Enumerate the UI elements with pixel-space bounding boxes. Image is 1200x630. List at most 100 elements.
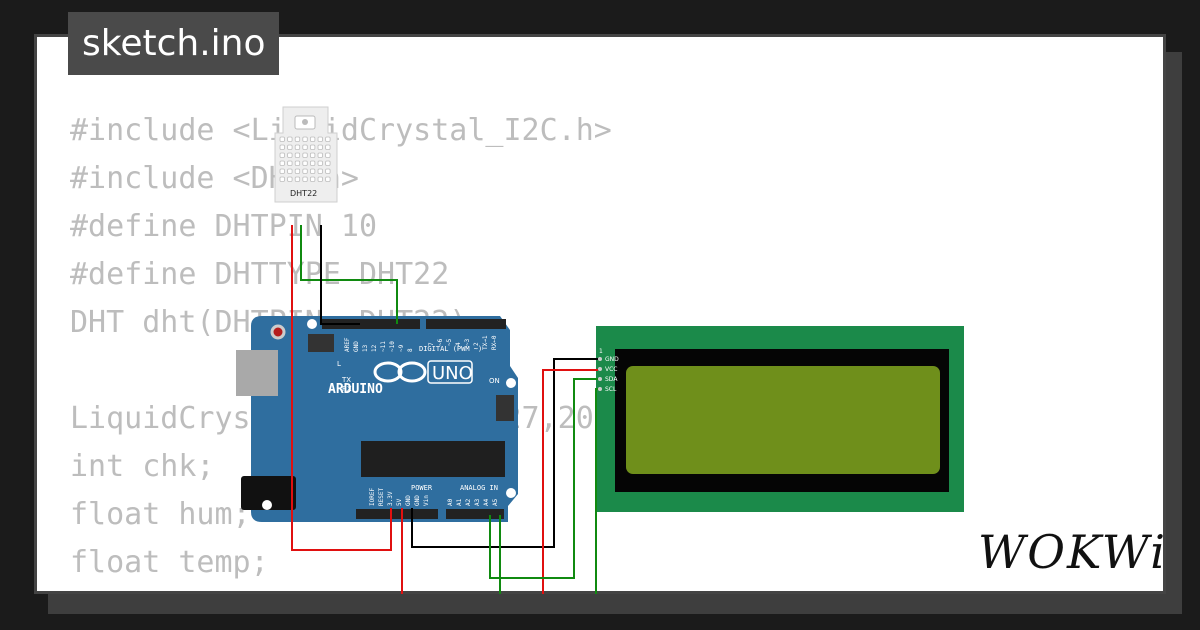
dht22-vent bbox=[309, 144, 316, 150]
dht22-vent bbox=[287, 144, 293, 150]
icsp-header bbox=[308, 334, 334, 352]
pin-label: ~6 bbox=[437, 338, 444, 346]
pin-label: GND bbox=[353, 341, 360, 352]
dht22-hole bbox=[302, 119, 308, 125]
pin-label: ~10 bbox=[389, 341, 396, 352]
pin-label: ~11 bbox=[380, 341, 387, 352]
led-rx-label: RX bbox=[342, 385, 352, 393]
dht22-vent bbox=[317, 152, 323, 158]
dht22-vent bbox=[287, 176, 293, 182]
dht22-vent bbox=[279, 176, 285, 182]
lcd-module[interactable]: 1 GND VCC SDA SCL bbox=[596, 326, 964, 512]
pin-label: GND bbox=[414, 495, 421, 506]
dht22-vent bbox=[294, 176, 301, 182]
uno-logo-label: UNO bbox=[432, 363, 473, 384]
dht22-vent bbox=[325, 136, 331, 142]
lcd-pin-vcc: VCC bbox=[605, 366, 617, 373]
wire-lcd-vcc bbox=[542, 369, 598, 594]
digital-pin-labels: AREF GND 13 12 ~11 ~10 ~9 8 7 ~6 ~5 4 ~3… bbox=[344, 335, 498, 352]
power-header[interactable] bbox=[356, 509, 438, 519]
wire-dht-gnd bbox=[320, 225, 360, 325]
pin-label: 3.3V bbox=[387, 491, 394, 506]
file-tab[interactable]: sketch.ino bbox=[68, 12, 280, 75]
arduino-uno-board[interactable]: DIGITAL (PWM ~) ARDUINO UNO L TX RX ON P… bbox=[236, 316, 518, 522]
dht22-vent bbox=[279, 168, 285, 174]
wire-lcd-scl bbox=[595, 388, 598, 594]
pin-label: 2 bbox=[473, 342, 480, 346]
code-line: float hum; bbox=[70, 497, 251, 532]
analog-header-label: ANALOG IN bbox=[460, 484, 498, 492]
wire-lcd-gnd bbox=[411, 358, 598, 548]
dht22-vent bbox=[317, 160, 323, 166]
pin-label: TX→1 bbox=[482, 335, 489, 350]
dht22-vent bbox=[317, 168, 323, 174]
dht22-vent bbox=[325, 168, 331, 174]
code-line: #define DHTTYPE DHT22 bbox=[70, 257, 450, 292]
dht22-vent bbox=[302, 152, 308, 158]
led-l-label: L bbox=[337, 360, 341, 368]
dht22-vent bbox=[317, 176, 323, 182]
dht22-vent bbox=[325, 160, 331, 166]
dht22-vent bbox=[279, 144, 285, 150]
digital-header-high[interactable] bbox=[322, 319, 420, 329]
dht22-label: DHT22 bbox=[290, 189, 317, 198]
dht22-vent bbox=[325, 152, 331, 158]
power-header-label: POWER bbox=[411, 484, 433, 492]
wire-dht-data bbox=[300, 225, 398, 324]
mount-hole bbox=[506, 378, 516, 388]
code-line: int chk; bbox=[70, 449, 215, 484]
code-line: #define DHTPIN 10 bbox=[70, 209, 378, 244]
pin-label: 7 bbox=[428, 342, 435, 346]
dht22-vent bbox=[325, 176, 331, 182]
dht22-vent bbox=[302, 176, 308, 182]
pin-label: A5 bbox=[492, 498, 499, 506]
pin-label: RESET bbox=[378, 488, 385, 506]
arduino-infinity-logo bbox=[373, 361, 427, 383]
lcd-pin-index: 1 bbox=[599, 348, 603, 355]
dht22-vent bbox=[279, 152, 285, 158]
mount-hole bbox=[262, 500, 272, 510]
pin-label: ~9 bbox=[398, 344, 405, 352]
dht22-vent bbox=[302, 136, 308, 142]
power-jack bbox=[241, 476, 296, 510]
uno-logo-frame bbox=[427, 360, 473, 384]
analog-header[interactable] bbox=[446, 509, 504, 519]
pin-label: 8 bbox=[407, 348, 414, 352]
dht22-vent bbox=[325, 144, 331, 150]
pin-label: IOREF bbox=[369, 488, 376, 506]
dht22-vent bbox=[317, 136, 323, 142]
usb-port bbox=[236, 350, 278, 396]
icsp-header-2 bbox=[496, 395, 514, 421]
wires bbox=[291, 225, 598, 594]
lcd-pin-sda: SDA bbox=[605, 376, 618, 383]
lcd-pin-scl: SCL bbox=[605, 386, 617, 393]
wire-dht-vcc bbox=[291, 225, 392, 551]
dht22-vent bbox=[287, 160, 293, 166]
dht22-vent bbox=[309, 152, 316, 158]
pin-label: AREF bbox=[344, 337, 351, 352]
dht22-vent bbox=[302, 168, 308, 174]
digital-header-label: DIGITAL (PWM ~) bbox=[419, 345, 482, 353]
dht22-vent bbox=[294, 168, 301, 174]
dht22-vent-grid bbox=[279, 136, 331, 182]
pin-label: 4 bbox=[455, 342, 462, 346]
atmega-chip bbox=[361, 441, 505, 477]
dht22-vent bbox=[309, 168, 316, 174]
reset-button[interactable] bbox=[270, 324, 286, 340]
dht22-vent bbox=[294, 152, 301, 158]
dht22-sensor[interactable]: DHT22 bbox=[274, 106, 338, 203]
power-pin-labels: IOREF RESET 3.3V 5V GND GND Vin bbox=[369, 488, 430, 506]
dht22-vent bbox=[309, 136, 316, 142]
dht22-vent bbox=[279, 136, 285, 142]
dht22-vent bbox=[302, 160, 308, 166]
dht22-vent bbox=[294, 160, 301, 166]
pin-label: A3 bbox=[474, 498, 481, 506]
pin-label: A1 bbox=[456, 498, 463, 506]
pin-label: ~5 bbox=[446, 338, 453, 346]
pin-label: 12 bbox=[371, 344, 378, 352]
arduino-brand-label: ARDUINO bbox=[328, 382, 383, 397]
digital-header-low[interactable] bbox=[426, 319, 506, 329]
dht22-vent bbox=[279, 160, 285, 166]
dht22-vent bbox=[317, 144, 323, 150]
